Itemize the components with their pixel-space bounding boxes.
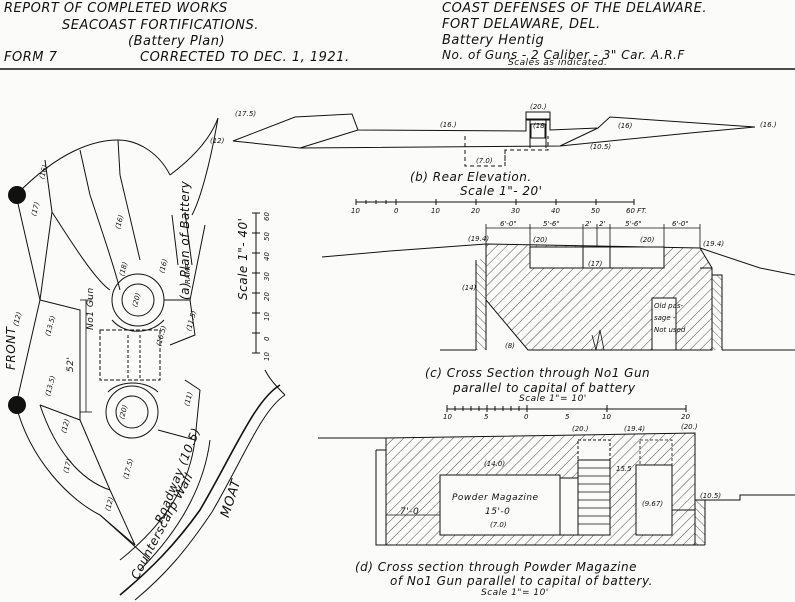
rear-ruler-tick-2: 10 bbox=[431, 207, 440, 215]
header-scales-note: Scales as indicated. bbox=[508, 58, 608, 68]
rear-ruler-tick-4: 30 bbox=[511, 207, 520, 215]
section-c-elev-e: (17) bbox=[588, 260, 603, 268]
section-c-dim-e: 5'-6" bbox=[625, 220, 642, 228]
section-d-dim-a: 15'-0 bbox=[485, 507, 511, 517]
section-c-elev-b: (20) bbox=[533, 236, 548, 244]
section-d-elev-f: (9.67) bbox=[642, 500, 664, 508]
section-c-dim-d: 2' bbox=[599, 220, 606, 228]
rear-elev-label-a: (17.5) bbox=[235, 110, 257, 118]
section-d-ruler-tick-2: 0 bbox=[524, 413, 529, 421]
plan-ruler-tick-6: 0 bbox=[263, 336, 271, 341]
rear-ruler-tick-5: 40 bbox=[551, 207, 560, 215]
plan-ramp-label: RAMP bbox=[184, 264, 192, 284]
powder-magazine-label: Powder Magazine bbox=[452, 493, 539, 503]
rear-elev-label-c: (20.) bbox=[530, 103, 547, 111]
plan-of-battery-drawing bbox=[15, 117, 286, 601]
rear-ruler-tick-1: 0 bbox=[394, 207, 399, 215]
section-c-elev-c: (20) bbox=[640, 236, 655, 244]
rear-elev-label-d: (16.) bbox=[440, 121, 457, 129]
section-c-dim-f: 6'-0" bbox=[672, 220, 689, 228]
header-battery-name: Battery Hentig bbox=[442, 33, 545, 48]
section-c-elev-g: (8) bbox=[505, 342, 515, 350]
rear-elev-label-i: (7.0) bbox=[476, 157, 493, 165]
section-c-dim-a: 6'-0" bbox=[500, 220, 517, 228]
section-d-elev-c: (20.) bbox=[681, 423, 698, 431]
header-report-title: REPORT OF COMPLETED WORKS bbox=[4, 1, 228, 16]
section-c-note-2: sage - bbox=[654, 314, 676, 322]
cross-section-d-drawing bbox=[318, 432, 795, 546]
section-c-dim-c: 2' bbox=[585, 220, 592, 228]
rear-elevation-caption: (b) Rear Elevation. bbox=[410, 170, 532, 184]
rear-elevation-drawing bbox=[232, 111, 756, 167]
section-c-dim-b: 5'-6" bbox=[543, 220, 560, 228]
plan-ruler-tick-1: 50 bbox=[263, 232, 271, 241]
header-guns-caliber: No. of Guns - 2 Caliber - 3" Car. A.R.F bbox=[442, 48, 685, 62]
plan-scale: Scale 1"- 40' bbox=[236, 217, 250, 300]
rear-ruler-tick-6: 50 bbox=[591, 207, 600, 215]
section-d-ruler-tick-0: 10 bbox=[443, 413, 452, 421]
section-d-ruler-tick-3: 5 bbox=[565, 413, 570, 421]
plan-ruler-tick-3: 30 bbox=[263, 272, 271, 281]
section-d-caption-1: (d) Cross section through Powder Magazin… bbox=[355, 560, 637, 574]
section-d-elev-g: (10.5) bbox=[700, 492, 722, 500]
header-seacoast: SEACOAST FORTIFICATIONS. bbox=[62, 18, 259, 33]
section-c-note-3: Not used bbox=[654, 326, 686, 334]
section-c-scale: Scale 1"= 10' bbox=[519, 394, 587, 404]
section-c-elev-a: (19.4) bbox=[468, 235, 490, 243]
rear-ruler-tick-7: 60 FT. bbox=[626, 207, 647, 215]
section-c-elev-d: (19.4) bbox=[703, 240, 725, 248]
plan-ruler-tick-0: 60 bbox=[263, 212, 271, 221]
header-fort: FORT DELAWARE, DEL. bbox=[442, 17, 601, 32]
plan-of-battery-ruler bbox=[252, 212, 260, 354]
section-d-caption-2: of No1 Gun parallel to capital of batter… bbox=[390, 574, 653, 588]
section-d-ruler-tick-1: 5 bbox=[484, 413, 489, 421]
rear-elevation-ruler bbox=[355, 199, 635, 205]
section-d-elev-h: (7.0) bbox=[490, 521, 507, 529]
section-d-dim-b: 7'-0 bbox=[400, 507, 420, 517]
section-d-elev-a: (20.) bbox=[572, 425, 589, 433]
header-corrected-date: CORRECTED TO DEC. 1, 1921. bbox=[140, 50, 350, 65]
section-c-elev-f: (14) bbox=[462, 284, 477, 292]
section-d-elev-b: (19.4) bbox=[624, 425, 646, 433]
header-coast-defenses: COAST DEFENSES OF THE DELAWARE. bbox=[442, 1, 708, 16]
front-marker-bottom bbox=[8, 396, 26, 414]
section-d-elev-d: (14.0) bbox=[484, 460, 506, 468]
front-marker-top bbox=[8, 186, 26, 204]
section-d-scale: Scale 1"= 10' bbox=[481, 588, 549, 598]
rear-elevation-scale: Scale 1"- 20' bbox=[460, 184, 543, 198]
rear-elev-label-f: (16) bbox=[618, 122, 633, 130]
plan-ruler-tick-4: 20 bbox=[263, 292, 271, 301]
section-c-caption-2: parallel to capital of battery bbox=[453, 381, 636, 395]
section-d-elev-e: 15.5 bbox=[616, 465, 632, 473]
header-battery-plan: (Battery Plan) bbox=[128, 34, 226, 49]
section-c-caption-1: (c) Cross Section through No1 Gun bbox=[425, 366, 651, 380]
rear-ruler-tick-3: 20 bbox=[471, 207, 480, 215]
plan-ruler-tick-7: 10 bbox=[263, 352, 271, 361]
plan-front-label: FRONT bbox=[4, 326, 18, 371]
plan-ruler-tick-5: 10 bbox=[263, 312, 271, 321]
section-c-note-1: Old pas- bbox=[654, 302, 684, 310]
rear-elev-label-g: (16.) bbox=[760, 121, 777, 129]
cross-section-c-drawing bbox=[321, 224, 795, 351]
section-d-ruler-tick-4: 10 bbox=[602, 413, 611, 421]
rear-elev-label-e: (18) bbox=[533, 122, 548, 130]
rear-elev-label-h: (10.5) bbox=[590, 143, 612, 151]
plan-gun-label: No1 Gun bbox=[86, 287, 96, 330]
section-d-ruler-tick-5: 20 bbox=[681, 413, 690, 421]
rear-ruler-tick-0: 10 bbox=[351, 207, 360, 215]
header-form-number: FORM 7 bbox=[4, 50, 58, 65]
plan-ruler-tick-2: 40 bbox=[263, 252, 271, 261]
cross-section-d-ruler bbox=[446, 405, 687, 412]
plan-dimension-label: 52' bbox=[66, 356, 76, 372]
rear-elev-label-b: (12) bbox=[210, 137, 225, 145]
